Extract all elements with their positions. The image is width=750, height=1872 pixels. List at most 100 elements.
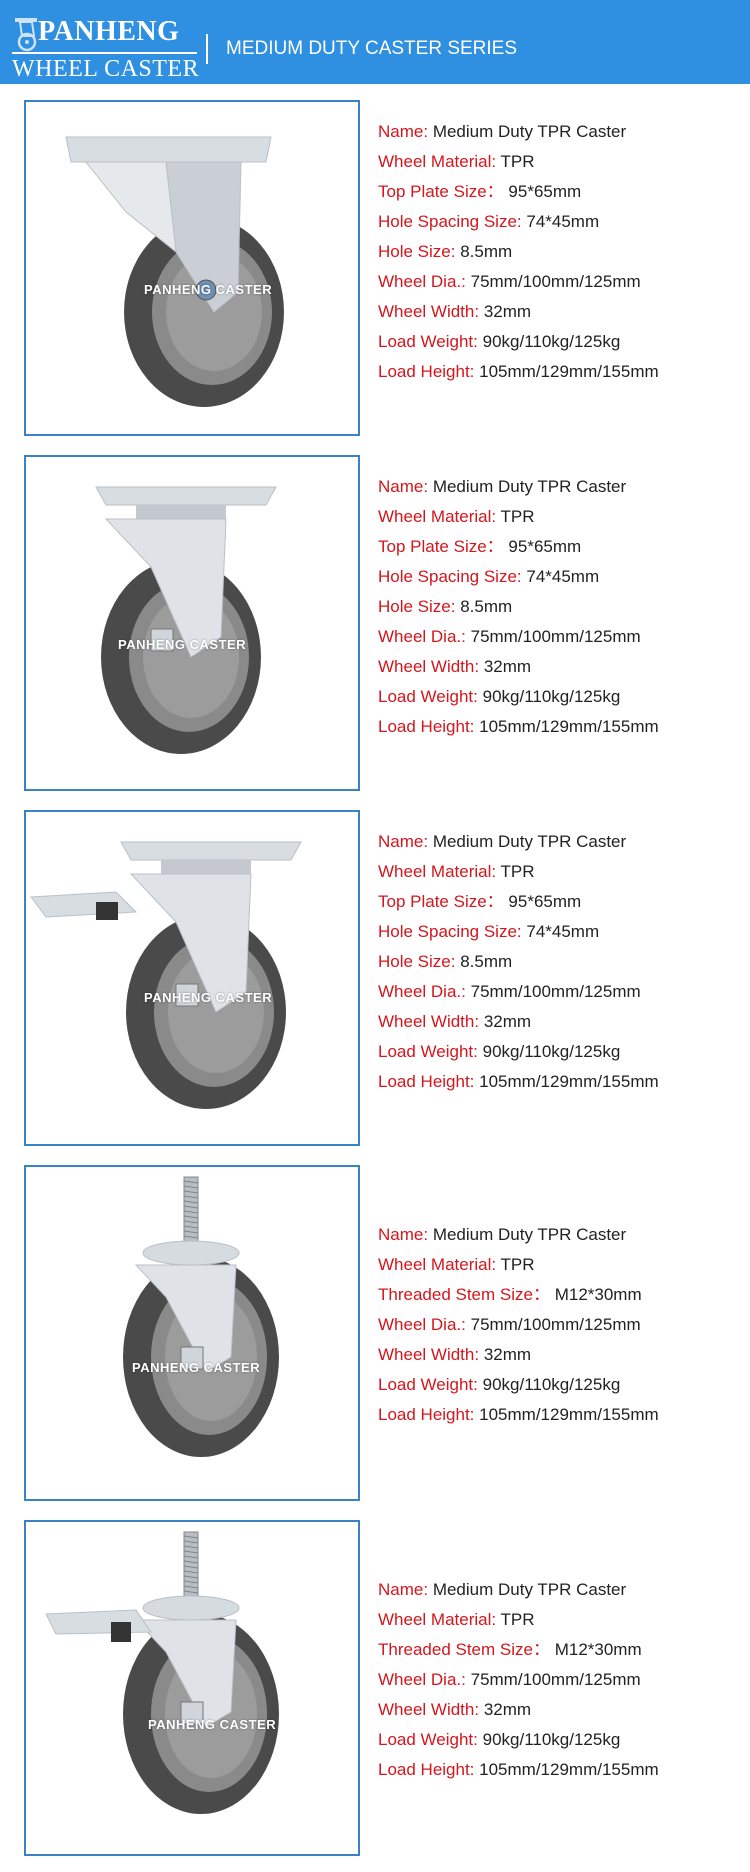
spec-label: Top Plate Size：	[378, 537, 504, 556]
spec-value: 32mm	[483, 1700, 532, 1719]
brake-pad	[96, 902, 118, 920]
spec-row: Top Plate Size： 95*65mm	[378, 180, 581, 204]
spec-row: Name: Medium Duty TPR Caster	[378, 830, 626, 854]
spec-label: Load Weight:	[378, 687, 478, 706]
spec-label: Wheel Dia.:	[378, 272, 466, 291]
spec-value: 75mm/100mm/125mm	[470, 1315, 641, 1334]
spec-value: 105mm/129mm/155mm	[479, 362, 659, 381]
swivel-bearing	[161, 860, 251, 874]
spec-row: Load Weight: 90kg/110kg/125kg	[378, 1040, 620, 1064]
product-image-frame[interactable]: PANHENG CASTER	[24, 810, 360, 1146]
stem-thread	[183, 1570, 199, 1574]
spec-value: 32mm	[483, 657, 532, 676]
spec-value: M12*30mm	[554, 1640, 642, 1659]
image-watermark: PANHENG CASTER	[144, 282, 273, 297]
product-image-frame[interactable]: PANHENG CASTER	[24, 455, 360, 791]
spec-label: Load Height:	[378, 362, 475, 381]
fork-bracket	[134, 1264, 237, 1373]
product-card: PANHENG CASTER Name: Medium Duty TPR Cast…	[0, 1165, 750, 1505]
product-image-frame[interactable]: PANHENG CASTER	[24, 100, 360, 436]
stem-thread	[183, 1215, 199, 1219]
spec-value: 105mm/129mm/155mm	[479, 1760, 659, 1779]
spec-label: Wheel Dia.:	[378, 627, 466, 646]
spec-label: Load Height:	[378, 1405, 475, 1424]
product-image-frame[interactable]: PANHENG CASTER	[24, 1165, 360, 1501]
spec-label: Wheel Width:	[378, 1345, 480, 1364]
spec-label: Wheel Dia.:	[378, 982, 466, 1001]
spec-row: Wheel Material: TPR	[378, 505, 535, 529]
spec-value: TPR	[500, 1610, 535, 1629]
spec-label: Top Plate Size：	[378, 182, 504, 201]
spec-row: Hole Size: 8.5mm	[378, 595, 512, 619]
spec-row: Top Plate Size： 95*65mm	[378, 535, 581, 559]
spec-label: Threaded Stem Size：	[378, 1285, 550, 1304]
spec-label: Wheel Material:	[378, 507, 497, 526]
stem-thread	[183, 1190, 199, 1194]
product-card: PANHENG CASTER Name: Medium Duty TPR Cast…	[0, 1520, 750, 1860]
image-watermark: PANHENG CASTER	[118, 637, 247, 652]
stem-thread	[183, 1550, 199, 1554]
spec-value: M12*30mm	[554, 1285, 642, 1304]
stem-thread	[183, 1565, 199, 1569]
spec-label: Hole Spacing Size:	[378, 212, 522, 231]
spec-label: Load Height:	[378, 1072, 475, 1091]
spec-label: Wheel Dia.:	[378, 1670, 466, 1689]
spec-value: 32mm	[483, 1345, 532, 1364]
spec-label: Wheel Material:	[378, 152, 497, 171]
spec-value: TPR	[500, 1255, 535, 1274]
fork-bracket	[134, 1619, 237, 1728]
spec-row: Name: Medium Duty TPR Caster	[378, 1578, 626, 1602]
page-header: PANHENG WHEEL CASTER MEDIUM DUTY CASTER …	[0, 0, 750, 84]
spec-value: 105mm/129mm/155mm	[479, 1405, 659, 1424]
stem-thread	[183, 1590, 199, 1594]
spec-label: Name:	[378, 1225, 429, 1244]
brake-pad	[111, 1622, 131, 1642]
spec-row: Wheel Width: 32mm	[378, 1698, 531, 1722]
brand-divider	[12, 52, 197, 54]
axle-bolt	[195, 279, 217, 301]
product-image-frame[interactable]: PANHENG CASTER	[24, 1520, 360, 1856]
spec-row: Threaded Stem Size： M12*30mm	[378, 1283, 642, 1307]
stem-thread	[183, 1230, 199, 1234]
spec-label: Wheel Width:	[378, 657, 480, 676]
spec-value: 74*45mm	[526, 212, 600, 231]
fork-bracket	[104, 518, 227, 658]
image-watermark: PANHENG CASTER	[144, 990, 273, 1005]
product-card: PANHENG CASTER Name: Medium Duty TPR Cast…	[0, 455, 750, 795]
spec-row: Wheel Width: 32mm	[378, 300, 531, 324]
spec-value: 95*65mm	[508, 182, 582, 201]
spec-row: Wheel Material: TPR	[378, 1608, 535, 1632]
spec-row: Load Height: 105mm/129mm/155mm	[378, 1070, 659, 1094]
spec-label: Wheel Width:	[378, 302, 480, 321]
stem-thread	[183, 1200, 199, 1204]
spec-label: Wheel Material:	[378, 1610, 497, 1629]
spec-row: Load Height: 105mm/129mm/155mm	[378, 360, 659, 384]
spec-row: Hole Size: 8.5mm	[378, 950, 512, 974]
caster-logo-icon	[15, 18, 37, 52]
spec-label: Load Weight:	[378, 332, 478, 351]
spec-row: Name: Medium Duty TPR Caster	[378, 475, 626, 499]
axle-nut	[180, 1346, 204, 1370]
top-plate	[95, 486, 277, 506]
spec-value: 32mm	[483, 1012, 532, 1031]
fork-bracket	[129, 873, 252, 1013]
spec-value: Medium Duty TPR Caster	[432, 832, 627, 851]
spec-value: 90kg/110kg/125kg	[482, 332, 621, 351]
threaded-stem-caster-image	[123, 1176, 279, 1457]
spec-value: 8.5mm	[460, 242, 513, 261]
brand-logo[interactable]: PANHENG WHEEL CASTER	[12, 14, 199, 82]
swivel-bearing	[142, 1240, 240, 1266]
spec-value: Medium Duty TPR Caster	[432, 1225, 627, 1244]
spec-label: Wheel Width:	[378, 1012, 480, 1031]
spec-row: Wheel Material: TPR	[378, 860, 535, 884]
spec-value: TPR	[500, 507, 535, 526]
stem-thread	[183, 1575, 199, 1579]
spec-row: Load Weight: 90kg/110kg/125kg	[378, 330, 620, 354]
spec-label: Wheel Material:	[378, 1255, 497, 1274]
swivel-bearing	[136, 505, 226, 519]
spec-value: 90kg/110kg/125kg	[482, 1375, 621, 1394]
brake-pedal	[30, 891, 138, 918]
spec-row: Wheel Dia.: 75mm/100mm/125mm	[378, 270, 641, 294]
spec-value: 95*65mm	[508, 892, 582, 911]
